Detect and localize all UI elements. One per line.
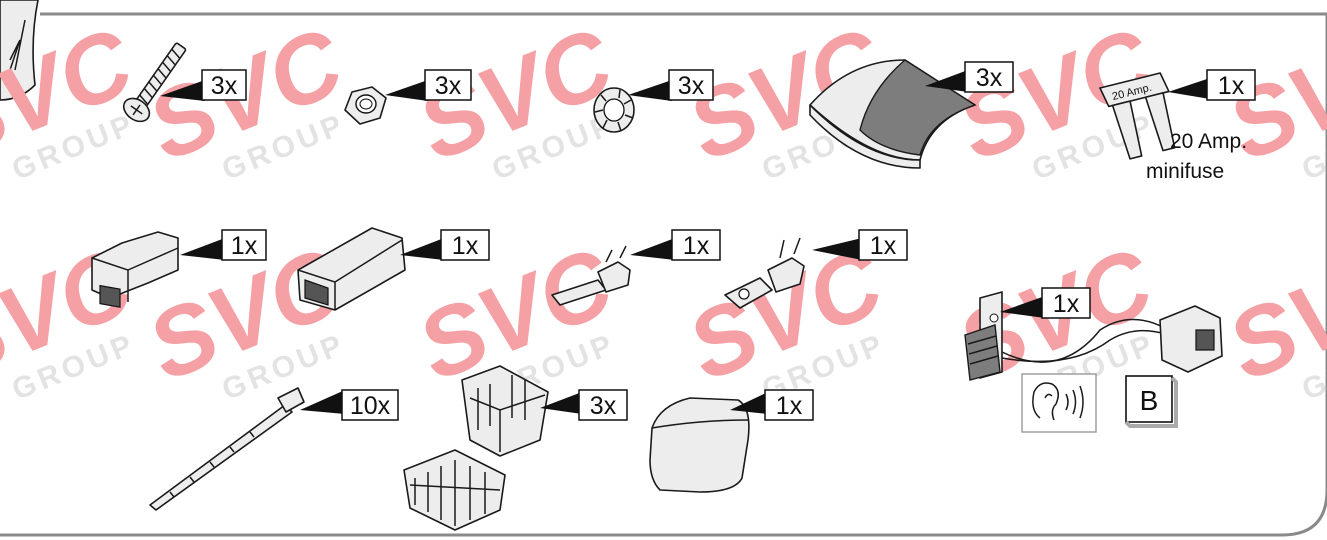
leader-female-terminal xyxy=(812,238,862,260)
buzzer-icon xyxy=(964,291,1223,381)
qty-box-rubber-cap xyxy=(764,389,814,421)
qty-splice-connector: 3x xyxy=(590,392,617,420)
qty-foam-pad: 3x xyxy=(976,64,1003,92)
qty-rubber-cap: 1x xyxy=(776,392,803,420)
qty-buzzer: 1x xyxy=(1053,290,1080,318)
qty-male-terminal: 1x xyxy=(683,232,710,260)
leader-male-terminal xyxy=(630,238,675,260)
qty-box-cable-tie xyxy=(341,389,399,421)
qty-box-minifuse xyxy=(1206,69,1256,101)
qty-box-buzzer xyxy=(1041,287,1091,319)
leader-screw xyxy=(160,80,205,101)
bag-icon xyxy=(0,0,39,101)
male-terminal-icon xyxy=(551,245,631,306)
qty-box-nut xyxy=(424,69,472,101)
qty-female-terminal: 1x xyxy=(870,232,897,260)
female-terminal-icon xyxy=(724,237,805,309)
qty-cable-tie: 10x xyxy=(350,392,391,420)
qty-box-washer xyxy=(668,69,714,101)
cable-tie-icon xyxy=(149,387,305,511)
qty-box-foam-pad xyxy=(964,61,1014,93)
fuse-caption-line1: 20 Amp. xyxy=(1170,130,1247,153)
qty-box-male-terminal xyxy=(671,229,721,261)
qty-box-screw xyxy=(201,69,247,101)
leader-foam-pad xyxy=(925,70,968,92)
leader-large-housing xyxy=(400,238,444,260)
leader-washer xyxy=(628,80,672,101)
qty-large-housing: 1x xyxy=(452,232,479,260)
qty-washer: 3x xyxy=(678,72,705,100)
qty-box-small-housing xyxy=(221,229,267,261)
watermark-layer: SVCGROUPSVCGROUPSVCGROUPSVCGROUPSVCGROUP… xyxy=(0,8,1327,407)
washer-icon xyxy=(593,87,635,133)
leader-nut xyxy=(385,80,428,101)
ear-sound-icon xyxy=(1021,373,1097,433)
qty-box-female-terminal xyxy=(858,229,908,261)
variant-box xyxy=(1125,375,1173,423)
qty-minifuse: 1x xyxy=(1218,72,1245,100)
small-housing-icon xyxy=(91,231,179,308)
leader-minifuse xyxy=(1168,78,1210,99)
qty-small-housing: 1x xyxy=(231,232,258,260)
splice-connector-icon xyxy=(403,365,549,531)
rubber-cap-icon xyxy=(649,397,750,493)
nut-icon xyxy=(344,86,387,125)
variant-letter: B xyxy=(1140,385,1159,416)
qty-box-splice-connector xyxy=(578,389,628,421)
large-housing-icon xyxy=(297,227,406,311)
qty-nut: 3x xyxy=(435,72,462,100)
qty-screw: 3x xyxy=(211,72,238,100)
qty-box-large-housing xyxy=(440,229,490,261)
screw-icon xyxy=(122,42,187,123)
leader-rubber-cap xyxy=(730,392,768,414)
minifuse-icon: 20 Amp. xyxy=(1099,72,1176,160)
fuse-caption-line2: minifuse xyxy=(1146,160,1224,183)
leader-splice-connector xyxy=(540,392,582,414)
leader-small-housing xyxy=(180,238,225,260)
leader-buzzer xyxy=(1000,296,1045,318)
leader-cable-tie xyxy=(300,390,345,414)
